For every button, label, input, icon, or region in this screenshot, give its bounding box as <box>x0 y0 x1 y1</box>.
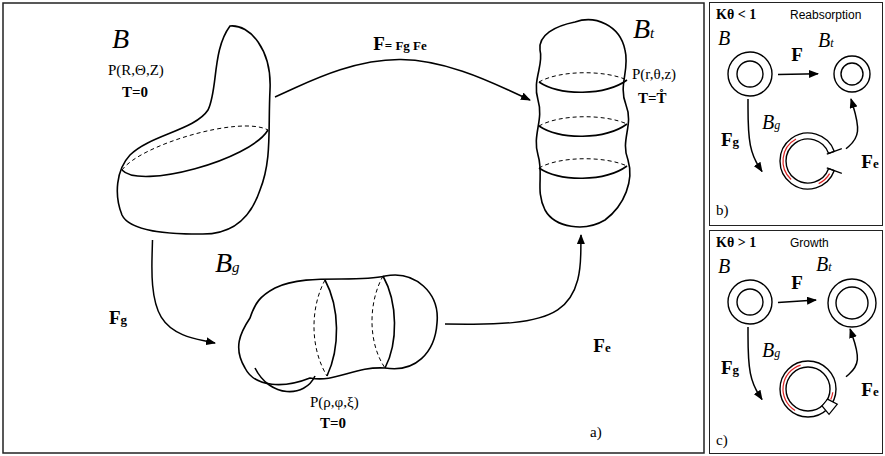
ring-current: Bt <box>818 27 878 99</box>
stress-arc <box>783 365 801 410</box>
ring-circle <box>737 289 763 315</box>
mapping-arrow <box>152 240 215 343</box>
ring <box>728 52 772 96</box>
node-annotation: Growth <box>790 237 829 250</box>
node-label: B <box>112 24 129 55</box>
ring-reference: B <box>718 255 778 327</box>
hidden-section <box>539 117 627 126</box>
node-annotation: T=T̊ <box>638 90 667 107</box>
ring <box>834 56 870 92</box>
mapping-arrow <box>748 327 762 399</box>
node-label: Bt <box>816 253 832 275</box>
ring-circle <box>728 52 772 96</box>
node-annotation: P(r,θ,z) <box>632 66 676 83</box>
mapping-arrow <box>748 99 762 171</box>
body-outline <box>536 20 630 227</box>
map-label: Fg <box>719 130 741 151</box>
body-outline <box>325 280 337 376</box>
ring-circle <box>828 279 876 327</box>
hidden-section <box>539 73 627 82</box>
reabsorption-panel: Kθ < 1 ReabsorptionB BtBg <box>709 2 883 226</box>
gap-edge <box>827 168 842 173</box>
mapping-arrow <box>846 99 858 149</box>
reference-body: B P(R,Θ,Z) T=0 <box>100 20 275 240</box>
hidden-section <box>314 280 327 376</box>
panel-letter: c) <box>716 432 728 449</box>
ring-circle <box>728 280 772 324</box>
map-label: F <box>789 273 805 294</box>
body-outline <box>539 166 627 178</box>
mapping-arrow <box>778 300 816 302</box>
node-annotation: T=0 <box>320 415 346 432</box>
stress-arc <box>783 139 796 179</box>
node-annotation: P(ρ,φ,ξ) <box>310 394 359 411</box>
ring-band <box>780 133 834 189</box>
map-label: Fg <box>107 308 129 329</box>
map-label: Fe <box>591 336 612 357</box>
mapping-arrow <box>275 59 530 100</box>
body-outline <box>122 130 268 176</box>
panel-letter: a) <box>590 424 602 441</box>
added-wedge <box>822 399 837 414</box>
node-label: Bt <box>818 29 834 51</box>
node-annotation: P(R,Θ,Z) <box>108 62 164 79</box>
hidden-section <box>122 126 268 170</box>
node-label: Bg <box>762 339 780 361</box>
hidden-section <box>372 276 385 368</box>
node-label: Bt <box>633 14 654 45</box>
stress-arc <box>819 174 830 184</box>
ring <box>828 279 876 327</box>
current-body: BtP(r,θ,z) T=T̊ <box>530 10 700 235</box>
body-outline <box>539 124 627 136</box>
shape-outline <box>530 10 700 235</box>
panel-a-border <box>3 3 704 453</box>
map-label: Fe <box>859 152 880 173</box>
grown-body: BgP(ρ,φ,ξ) T=0 <box>215 248 445 438</box>
node-label: B <box>718 27 730 49</box>
body-outline <box>117 26 270 234</box>
ring-circle <box>834 56 870 92</box>
ring-reference: B <box>718 27 778 99</box>
node-label: Kθ < 1 <box>716 7 756 22</box>
map-label: F <box>789 45 805 66</box>
node-label: Bg <box>762 111 780 133</box>
growth-panel: Kθ > 1 GrowthB BtBg <box>709 230 883 454</box>
map-label: F= Fg Fe <box>371 34 429 55</box>
stress-arc <box>831 392 833 399</box>
node-label: Kθ > 1 <box>716 235 756 250</box>
ring-grown: Bg <box>762 111 846 195</box>
gap-edge <box>827 149 842 154</box>
hidden-section <box>539 159 627 168</box>
body-outline <box>383 276 395 368</box>
body-outline <box>239 275 438 385</box>
ring <box>780 361 837 417</box>
ring-circle <box>737 61 763 87</box>
node-annotation: Reabsorption <box>790 9 861 22</box>
mapping-arrow <box>778 73 818 75</box>
map-label: Fe <box>859 380 880 401</box>
node-annotation: T=0 <box>122 84 148 101</box>
panel-letter: b) <box>716 202 729 219</box>
node-label: Bg <box>215 248 240 279</box>
body-outline <box>539 80 627 92</box>
map-label: Fg <box>719 358 741 379</box>
body-outline <box>255 368 315 392</box>
ring-circle <box>836 287 868 319</box>
ring-grown: Bg <box>762 339 846 423</box>
ring <box>728 280 772 324</box>
node-label: B <box>718 255 730 277</box>
ring-current: Bt <box>816 253 878 329</box>
ring <box>780 133 842 189</box>
ring-circle <box>841 63 863 85</box>
mapping-arrow <box>846 329 857 377</box>
mapping-arrow <box>445 235 581 324</box>
